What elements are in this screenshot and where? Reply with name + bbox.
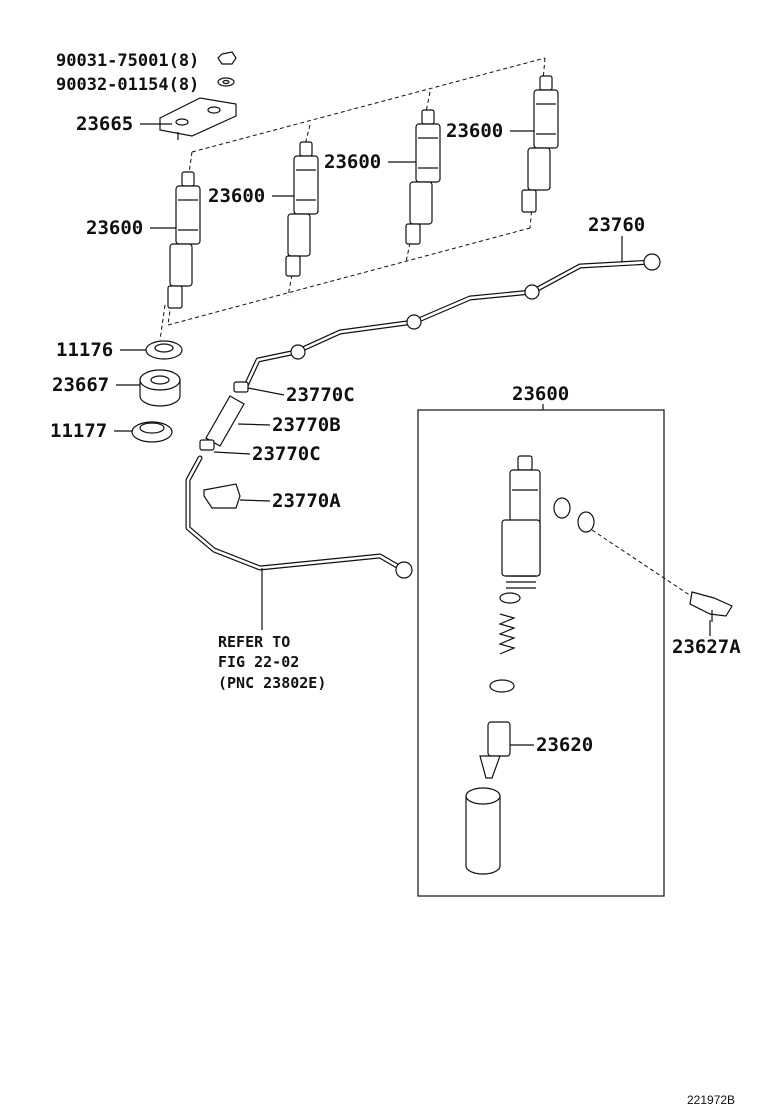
fuel-leak-pipe[interactable] xyxy=(241,253,661,393)
hose-bracket[interactable] xyxy=(203,483,241,509)
label-hose: 23770B xyxy=(272,414,341,436)
label-gasket-upper: 11176 xyxy=(56,339,113,361)
label-clamp: 23665 xyxy=(76,113,133,135)
label-hose-clamp-top: 23770C xyxy=(286,384,355,406)
nozzle-nut[interactable] xyxy=(465,787,501,875)
bolt[interactable] xyxy=(689,591,733,622)
bolt-dashed-leader xyxy=(591,529,701,603)
label-fuel-pipe: 23760 xyxy=(588,214,645,236)
label-detail-injector: 23600 xyxy=(512,383,569,405)
label-injector-3: 23600 xyxy=(324,151,381,173)
label-nozzle: 23620 xyxy=(536,734,593,756)
reference-line-1: REFER TO xyxy=(218,633,290,651)
injector-4[interactable] xyxy=(521,75,559,213)
label-washer: 90032-01154(8) xyxy=(56,75,199,95)
hose-clamp-top[interactable] xyxy=(233,381,249,393)
nozzle[interactable] xyxy=(479,721,511,779)
gasket-upper[interactable] xyxy=(145,340,183,360)
detail-spring-seat[interactable] xyxy=(489,679,515,693)
figure-code: 221972B xyxy=(687,1093,735,1107)
detail-washers[interactable] xyxy=(553,497,595,533)
detail-injector-body[interactable] xyxy=(501,455,541,589)
label-nut: 90031-75001(8) xyxy=(56,51,199,71)
injector-3[interactable] xyxy=(405,109,441,245)
label-injector-2: 23600 xyxy=(208,185,265,207)
label-injector-1: 23600 xyxy=(86,217,143,239)
detail-box xyxy=(417,409,665,897)
label-gasket-lower: 11177 xyxy=(50,420,107,442)
detail-spring[interactable] xyxy=(498,592,521,655)
injector-2[interactable] xyxy=(285,141,319,277)
injector-clamp[interactable] xyxy=(159,97,237,140)
hose[interactable] xyxy=(205,395,245,447)
label-hose-clamp-bottom: 23770C xyxy=(252,443,321,465)
gasket-lower[interactable] xyxy=(131,421,173,443)
reference-line-2: FIG 22-02 xyxy=(218,653,299,671)
insulator[interactable] xyxy=(139,369,181,407)
label-insulator: 23667 xyxy=(52,374,109,396)
label-injector-4: 23600 xyxy=(446,120,503,142)
label-bracket: 23770A xyxy=(272,490,341,512)
reference-line-3: (PNC 23802E) xyxy=(218,674,326,692)
injector-1[interactable] xyxy=(167,171,201,309)
nut[interactable] xyxy=(217,51,237,65)
hose-clamp-bottom[interactable] xyxy=(199,439,215,451)
label-bolt: 23627A xyxy=(672,636,741,658)
return-pipe[interactable] xyxy=(185,455,413,579)
washer[interactable] xyxy=(217,77,235,87)
